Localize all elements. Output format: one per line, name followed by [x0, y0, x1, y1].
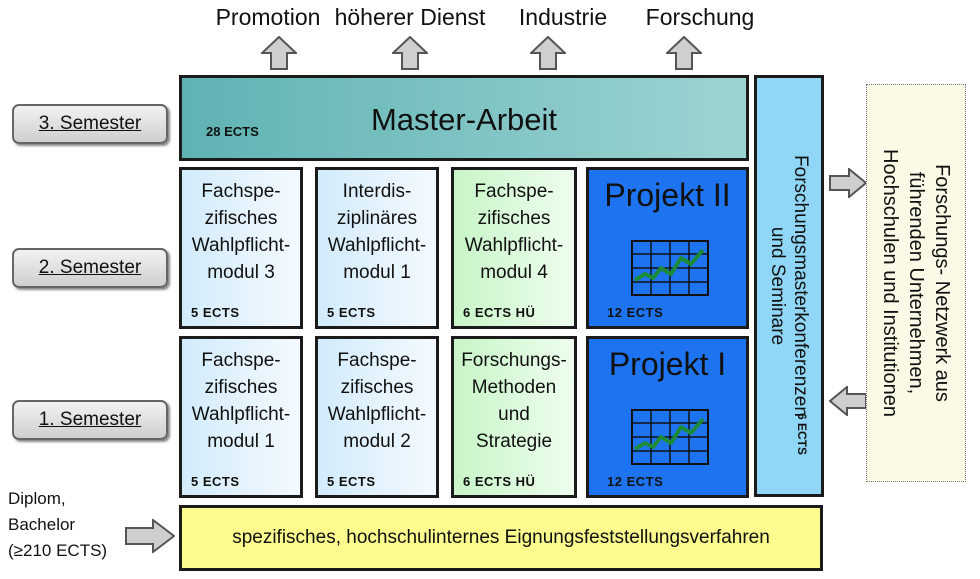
module-ects: 6 ECTS HÜ: [463, 474, 536, 489]
master-arbeit-block: Master-Arbeit 28 ECTS: [179, 75, 749, 161]
semester-2-label: 2. Semester: [12, 248, 168, 288]
arrow-right-icon: [829, 168, 867, 198]
arrow-up-icon: [530, 36, 566, 70]
arrow-left-icon: [829, 386, 867, 416]
module-ects: 6 ECTS HÜ: [463, 305, 536, 320]
prerequisite-label: Diplom, Bachelor (≥210 ECTS): [8, 489, 108, 560]
outcome-promotion: Promotion: [215, 4, 321, 30]
module-title: Fachspe- zifisches Wahlpflicht- modul 2: [327, 350, 427, 452]
master-arbeit-ects: 28 ECTS: [206, 124, 259, 139]
projekt-2-title: Projekt II: [604, 177, 731, 213]
projekt-2-block: Projekt II 12 ECTS: [586, 167, 749, 329]
module-fachspezifisch-1: Fachspe- zifisches Wahlpflicht- modul 1 …: [179, 336, 303, 498]
module-forschungsmethoden: Forschungs- Methoden und Strategie 6 ECT…: [451, 336, 577, 498]
forschungs-netzwerk-title: Forschungs- Netzwerk aus führenden Unter…: [879, 149, 953, 417]
module-title: Fachspe- zifisches Wahlpflicht- modul 3: [191, 181, 291, 283]
module-fachspezifisch-3: Fachspe- zifisches Wahlpflicht- modul 3 …: [179, 167, 303, 329]
arrow-up-icon: [392, 36, 428, 70]
module-ects: 5 ECTS: [327, 305, 376, 320]
arrow-up-icon: [261, 36, 297, 70]
arrow-up-icon: [666, 36, 702, 70]
eignungsfeststellung-title: spezifisches, hochschulinternes Eignungs…: [232, 527, 770, 548]
projekt-1-ects: 12 ECTS: [607, 474, 664, 489]
module-ects: 5 ECTS: [191, 305, 240, 320]
outcome-industrie: Industrie: [518, 4, 608, 30]
eignungsfeststellung-block: spezifisches, hochschulinternes Eignungs…: [179, 505, 823, 571]
semester-1-label: 1. Semester: [12, 400, 168, 440]
projekt-1-title: Projekt I: [608, 346, 727, 382]
module-title: Fachspe- zifisches Wahlpflicht- modul 4: [464, 181, 564, 283]
module-interdisziplinaer-1: Interdis- ziplinäres Wahlpflicht- modul …: [315, 167, 439, 329]
forschungsmasterkonferenzen-ects: 6 ECTS: [795, 413, 809, 456]
module-ects: 5 ECTS: [327, 474, 376, 489]
module-ects: 5 ECTS: [191, 474, 240, 489]
module-title: Interdis- ziplinäres Wahlpflicht- modul …: [327, 181, 427, 283]
line-chart-icon: [631, 240, 709, 296]
arrow-right-icon: [125, 519, 175, 553]
module-fachspezifisch-4: Fachspe- zifisches Wahlpflicht- modul 4 …: [451, 167, 577, 329]
outcome-forschung: Forschung: [645, 4, 755, 30]
projekt-1-block: Projekt I 12 ECTS: [586, 336, 749, 498]
line-chart-icon: [631, 409, 709, 465]
projekt-2-ects: 12 ECTS: [607, 305, 664, 320]
forschungs-netzwerk-box: Forschungs- Netzwerk aus führenden Unter…: [866, 84, 966, 482]
module-title: Forschungs- Methoden und Strategie: [461, 350, 567, 452]
master-arbeit-title: Master-Arbeit: [370, 102, 558, 137]
semester-3-label: 3. Semester: [12, 104, 168, 144]
module-fachspezifisch-2: Fachspe- zifisches Wahlpflicht- modul 2 …: [315, 336, 439, 498]
outcome-hoeherer-dienst: höherer Dienst: [334, 4, 486, 30]
forschungsmasterkonferenzen-block: Forschungsmasterkonferenzen und Seminare…: [754, 75, 824, 497]
module-title: Fachspe- zifisches Wahlpflicht- modul 1: [191, 350, 291, 452]
